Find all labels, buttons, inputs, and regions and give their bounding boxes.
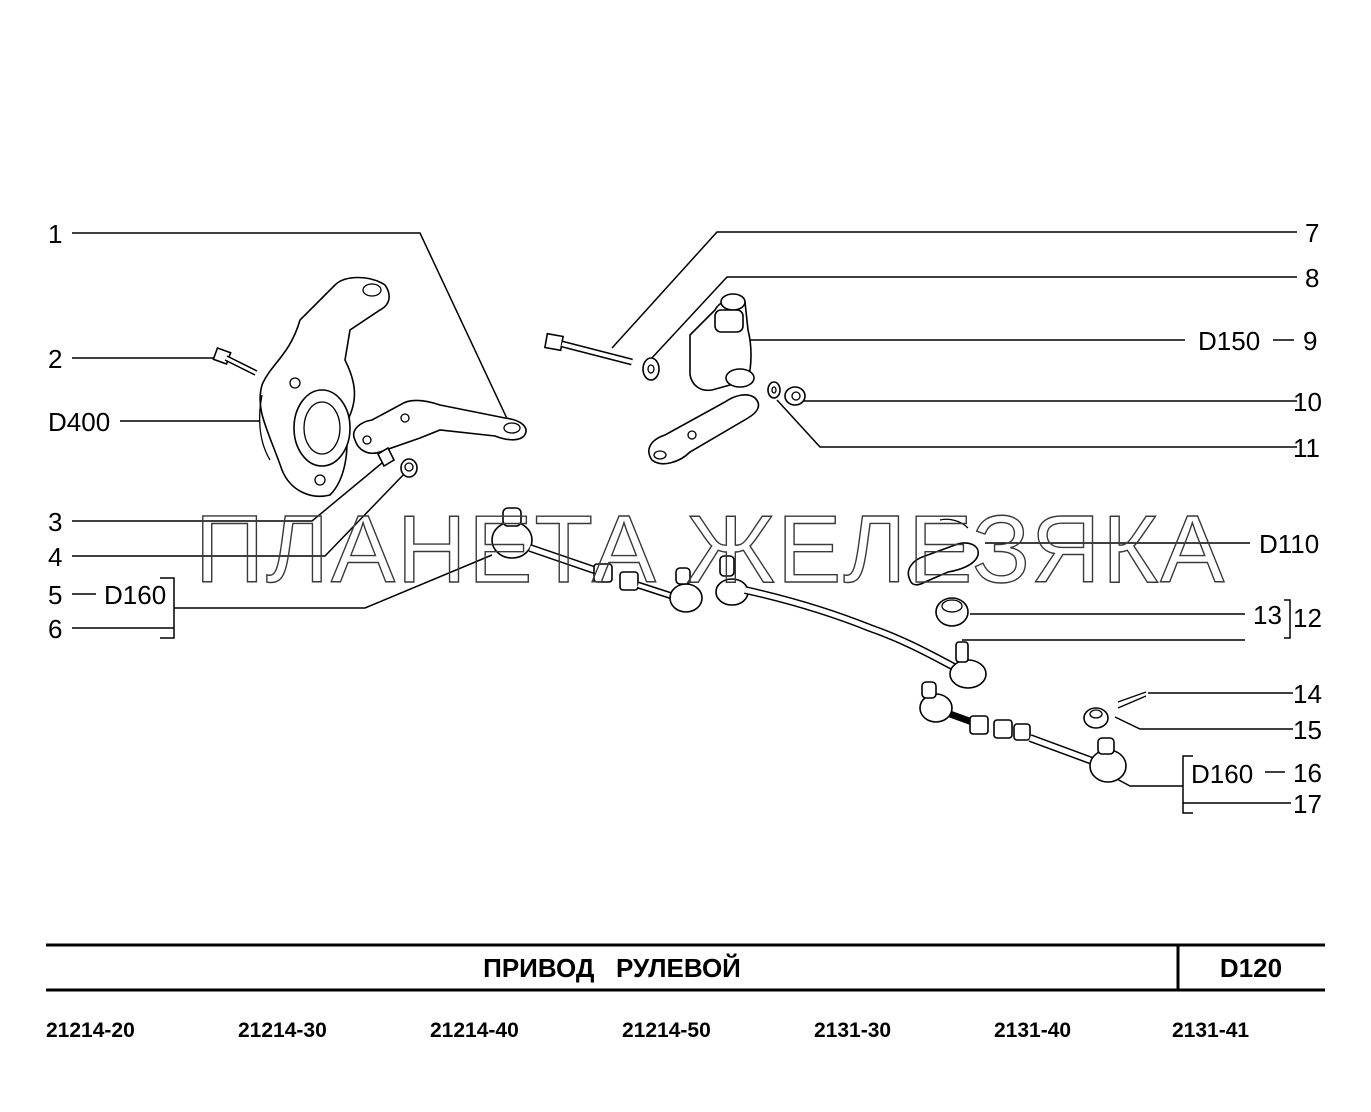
model-item: 21214-50 [622, 1019, 711, 1042]
callout-d160-left: D160 [104, 580, 166, 610]
callout-13: 13 [1253, 600, 1282, 630]
model-item: 21214-30 [238, 1019, 327, 1042]
callout-4: 4 [48, 542, 62, 572]
callout-15: 15 [1293, 715, 1322, 745]
callout-labels: 1 2 D400 3 4 5 D160 6 7 8 D150 9 10 11 D… [48, 218, 1322, 819]
side-tie-rod-left [491, 507, 703, 613]
washer-11 [767, 381, 781, 399]
callout-d400: D400 [48, 407, 110, 437]
leader-lines [72, 231, 1297, 814]
side-tie-rod-right [919, 681, 1127, 783]
cotter-pin-14 [1117, 691, 1147, 709]
model-item: 2131-40 [994, 1019, 1071, 1042]
diagram-code: D120 [1220, 953, 1282, 983]
title-block: ПРИВОД РУЛЕВОЙ D120 [46, 943, 1325, 992]
model-item: 21214-20 [46, 1019, 135, 1042]
model-item: 2131-41 [1172, 1019, 1249, 1042]
callout-17: 17 [1293, 789, 1322, 819]
model-item: 21214-40 [430, 1019, 519, 1042]
callout-2: 2 [48, 344, 62, 374]
pendulum-arm-bracket [648, 293, 760, 465]
callout-d110: D110 [1259, 529, 1319, 559]
diagram-title: ПРИВОД РУЛЕВОЙ [483, 953, 741, 983]
nut-4 [400, 458, 418, 478]
callout-14: 14 [1293, 679, 1322, 709]
steering-knuckle [258, 276, 390, 497]
castle-nut-15 [1083, 707, 1109, 729]
watermark-text: ПЛАНЕТА ЖЕЛЕЗЯКА [195, 496, 1226, 603]
steering-arm [353, 399, 527, 468]
bolt-2 [212, 346, 258, 376]
callout-8: 8 [1305, 263, 1319, 293]
idler-arm-d110 [907, 518, 979, 586]
callout-d160-right: D160 [1191, 759, 1253, 789]
callout-12: 12 [1293, 603, 1322, 633]
callout-5: 5 [48, 580, 62, 610]
bolt-7 [543, 332, 633, 366]
boot-13 [935, 597, 969, 627]
washer-8 [642, 357, 660, 381]
callout-1: 1 [48, 219, 62, 249]
nut-10 [784, 386, 806, 406]
model-item: 2131-30 [814, 1019, 891, 1042]
callout-10: 10 [1293, 387, 1322, 417]
callout-11: 11 [1293, 433, 1320, 463]
callout-9: 9 [1303, 326, 1317, 356]
callout-6: 6 [48, 614, 62, 644]
callout-7: 7 [1305, 218, 1319, 248]
center-tie-rod [715, 555, 987, 689]
model-list: 21214-20 21214-30 21214-40 21214-50 2131… [46, 1019, 1249, 1042]
callout-3: 3 [48, 507, 62, 537]
callout-d150: D150 [1198, 326, 1260, 356]
callout-16: 16 [1293, 758, 1322, 788]
